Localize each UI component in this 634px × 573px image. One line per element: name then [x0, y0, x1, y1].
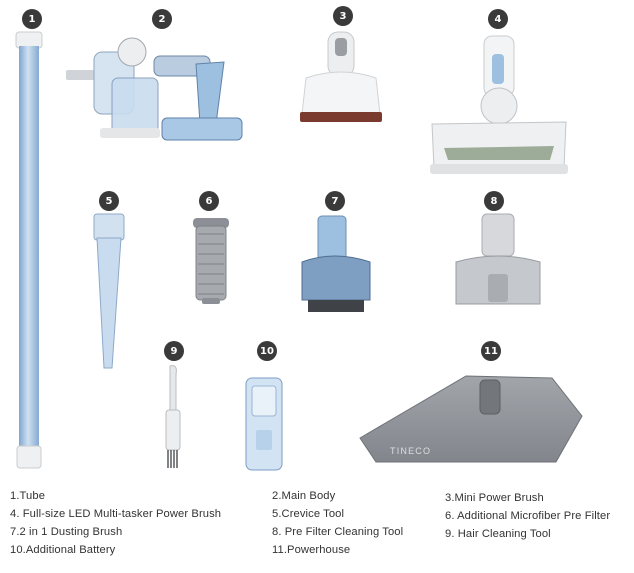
hair-cleaning-tool-image: [165, 365, 181, 468]
powerhouse-brand-mark: TINECO: [390, 446, 431, 456]
main-body-image: [66, 37, 243, 141]
item-number-badge: 3: [333, 6, 353, 26]
caption-led-power-brush: 4. Full-size LED Multi-tasker Power Brus…: [10, 508, 222, 520]
caption-dusting-brush: 7.2 in 1 Dusting Brush: [10, 526, 123, 538]
crevice-tool-image: [93, 213, 125, 369]
led-multi-tasker-power-brush-image: [430, 35, 568, 174]
item-number-badge: 4: [488, 9, 508, 29]
item-number-badge: 10: [257, 341, 277, 361]
item-number-badge: 1: [22, 9, 42, 29]
caption-tube: 1.Tube: [10, 490, 46, 502]
item-number-badge: 6: [199, 191, 219, 211]
additional-battery-image: [245, 377, 283, 471]
item-number-badge: 11: [481, 341, 501, 361]
parts-legend: 1.Tube 2.Main Body 3.Mini Power Brush 4.…: [0, 488, 634, 568]
item-number-badge: 8: [484, 191, 504, 211]
caption-pre-filter-cleaning-tool: 8. Pre Filter Cleaning Tool: [272, 526, 404, 538]
caption-hair-cleaning-tool: 9. Hair Cleaning Tool: [445, 528, 551, 540]
mini-power-brush-image: [300, 31, 382, 122]
caption-mini-power-brush: 3.Mini Power Brush: [445, 492, 544, 504]
caption-crevice-tool: 5.Crevice Tool: [272, 508, 345, 520]
caption-pre-filter: 6. Additional Microfiber Pre Filter: [445, 510, 611, 522]
tube-image: [15, 31, 43, 469]
item-number-badge: 2: [152, 9, 172, 29]
microfiber-pre-filter-image: [193, 218, 229, 304]
item-number-badge: 5: [99, 191, 119, 211]
caption-additional-battery: 10.Additional Battery: [10, 544, 116, 556]
caption-powerhouse: 11.Powerhouse: [272, 544, 351, 556]
pre-filter-cleaning-tool-image: [455, 213, 541, 305]
caption-main-body: 2.Main Body: [272, 490, 336, 502]
powerhouse-image: TINECO: [359, 375, 583, 463]
item-number-badge: 7: [325, 191, 345, 211]
dusting-brush-image: [301, 215, 371, 312]
item-number-badge: 9: [164, 341, 184, 361]
